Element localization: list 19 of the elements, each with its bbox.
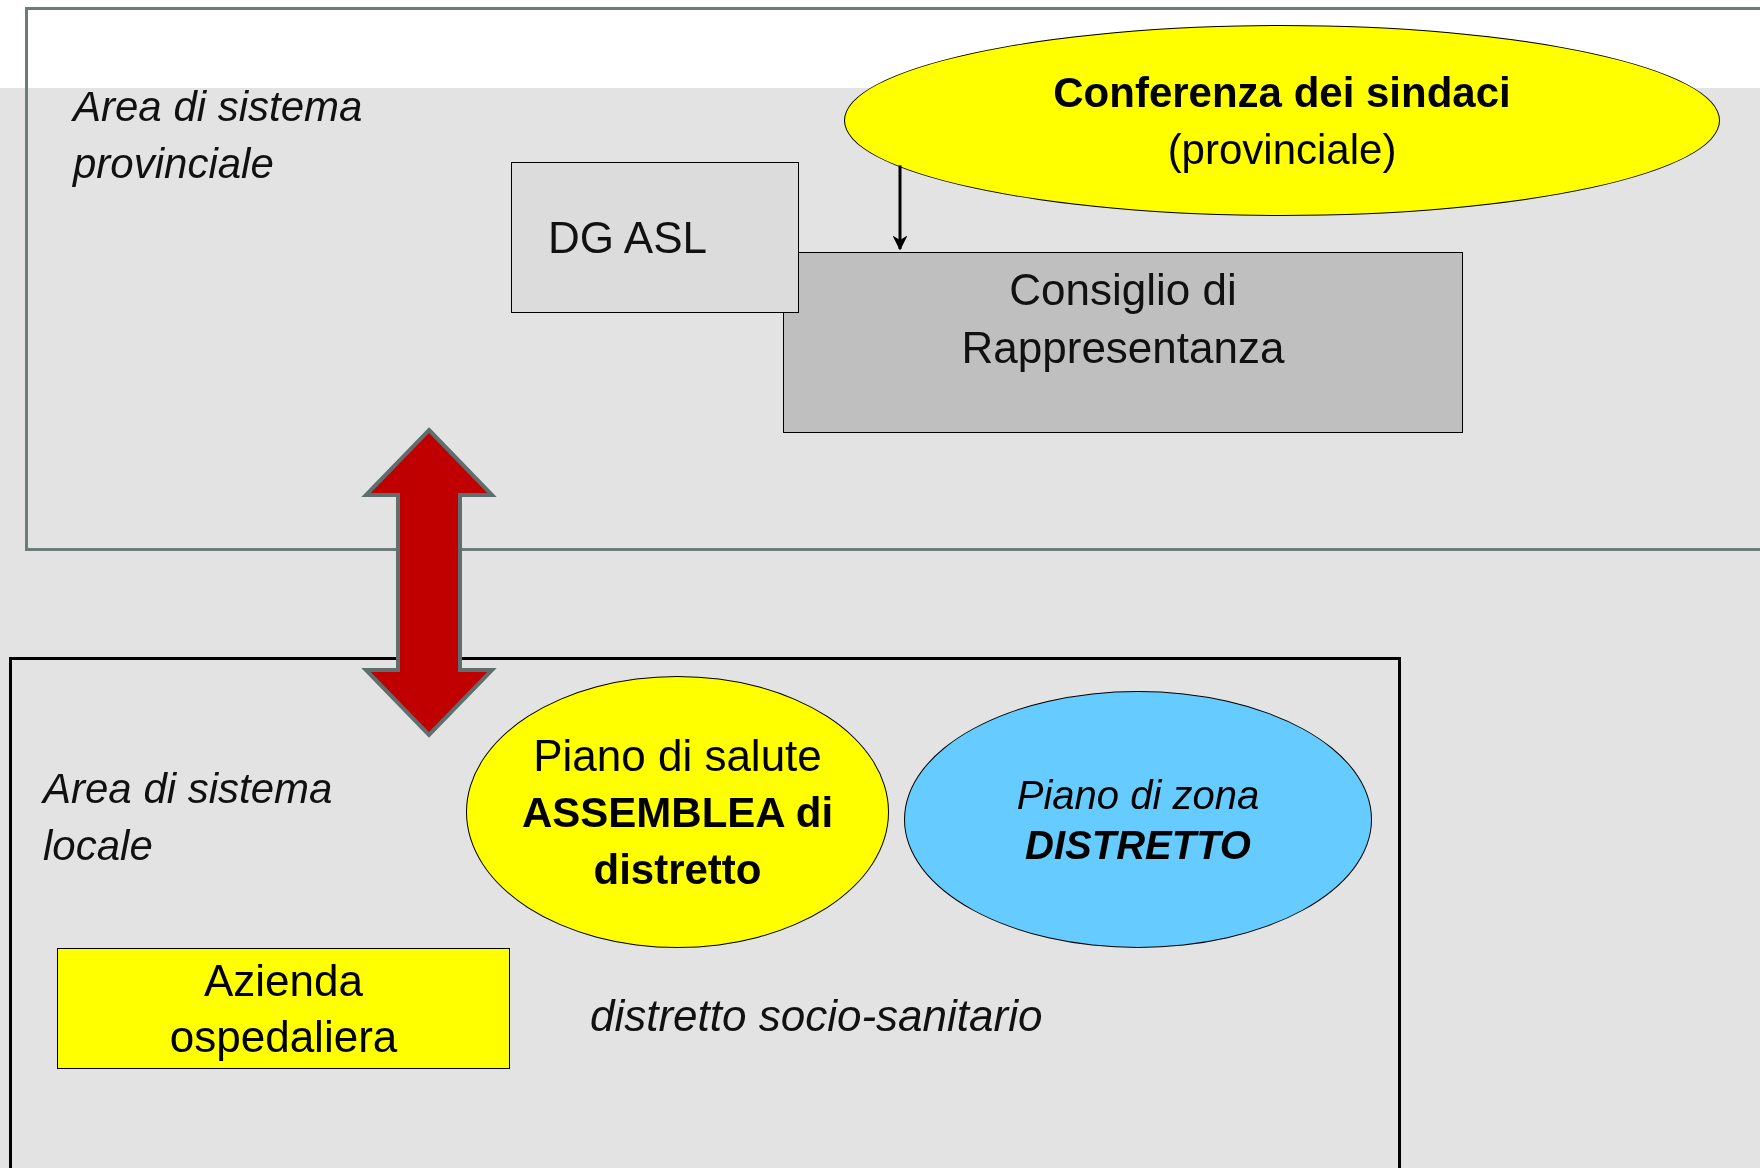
area-panel	[9, 657, 1401, 1168]
box-label: Azienda ospedaliera	[168, 954, 399, 1063]
box-label: DG ASL	[548, 211, 707, 264]
area-label: distretto socio-sanitario	[590, 990, 1043, 1042]
ellipse-label: Piano di zona	[1016, 771, 1260, 819]
area-panel	[25, 7, 1760, 551]
ellipse-label: (provinciale)	[1167, 124, 1397, 175]
ellipse-label: Piano di salute	[533, 729, 822, 782]
process-box	[783, 252, 1463, 433]
box-label: Consiglio di Rappresentanza	[960, 264, 1286, 374]
ellipse-title: Conferenza dei sindaci	[1053, 67, 1511, 118]
area-title: Area di sistema provinciale	[73, 82, 364, 189]
ellipse-title: DISTRETTO	[1025, 821, 1251, 869]
process-box	[57, 948, 510, 1069]
arrow	[892, 165, 908, 251]
ellipse-title: ASSEMBLEA di distretto	[520, 787, 835, 895]
process-box	[511, 162, 799, 313]
area-title: Area di sistema locale	[43, 764, 334, 871]
double-block-arrow	[361, 427, 497, 738]
